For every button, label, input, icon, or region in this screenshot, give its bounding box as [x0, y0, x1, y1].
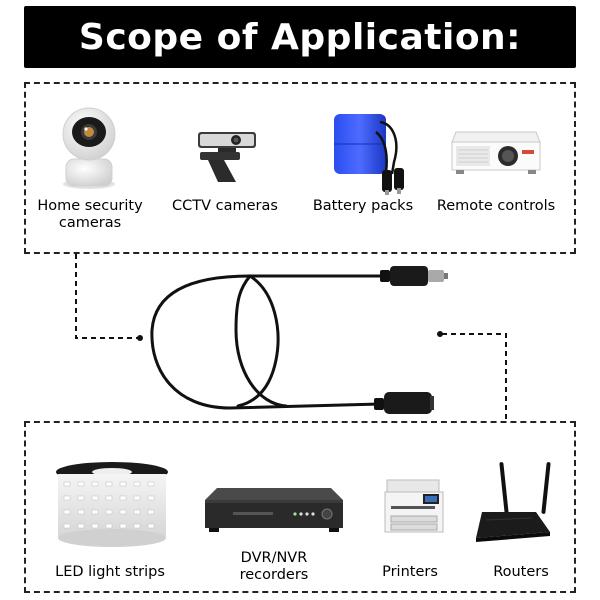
bottom-item-printers: Printers — [360, 564, 460, 581]
projector-icon — [450, 128, 542, 178]
bottom-item-dvr: DVR/NVR recorders — [208, 550, 340, 584]
top-item-remote-controls: Remote controls — [428, 198, 564, 215]
left-connector-line — [75, 254, 143, 341]
cable-loop — [150, 274, 392, 410]
item-label: Remote controls — [436, 198, 556, 214]
female-dc-socket — [374, 392, 434, 414]
battery-pack-icon — [332, 112, 410, 196]
right-connector-line — [437, 331, 507, 421]
bottom-item-led-strips: LED light strips — [40, 564, 180, 581]
cctv-camera-icon — [196, 128, 258, 184]
dvr-recorder-icon — [203, 486, 345, 534]
item-label: Routers — [493, 564, 549, 580]
bottom-item-routers: Routers — [476, 564, 566, 581]
led-strip-reel-icon — [54, 460, 170, 550]
item-label: Printers — [382, 564, 438, 580]
top-item-home-security: Home security cameras — [30, 198, 150, 232]
item-label: Home security cameras — [37, 198, 143, 231]
item-label: DVR/NVR recorders — [239, 550, 309, 583]
bottom-devices-panel — [24, 421, 576, 593]
item-label: Battery packs — [312, 198, 414, 214]
printer-icon — [383, 476, 445, 538]
top-item-battery: Battery packs — [298, 198, 428, 215]
item-label: CCTV cameras — [172, 198, 278, 214]
top-devices-panel — [24, 82, 576, 254]
page-title: Scope of Application: — [24, 6, 576, 68]
security-camera-icon — [58, 104, 120, 190]
item-label: LED light strips — [55, 564, 165, 580]
router-icon — [472, 460, 554, 544]
top-item-cctv: CCTV cameras — [160, 198, 290, 215]
male-dc-plug — [380, 266, 448, 286]
